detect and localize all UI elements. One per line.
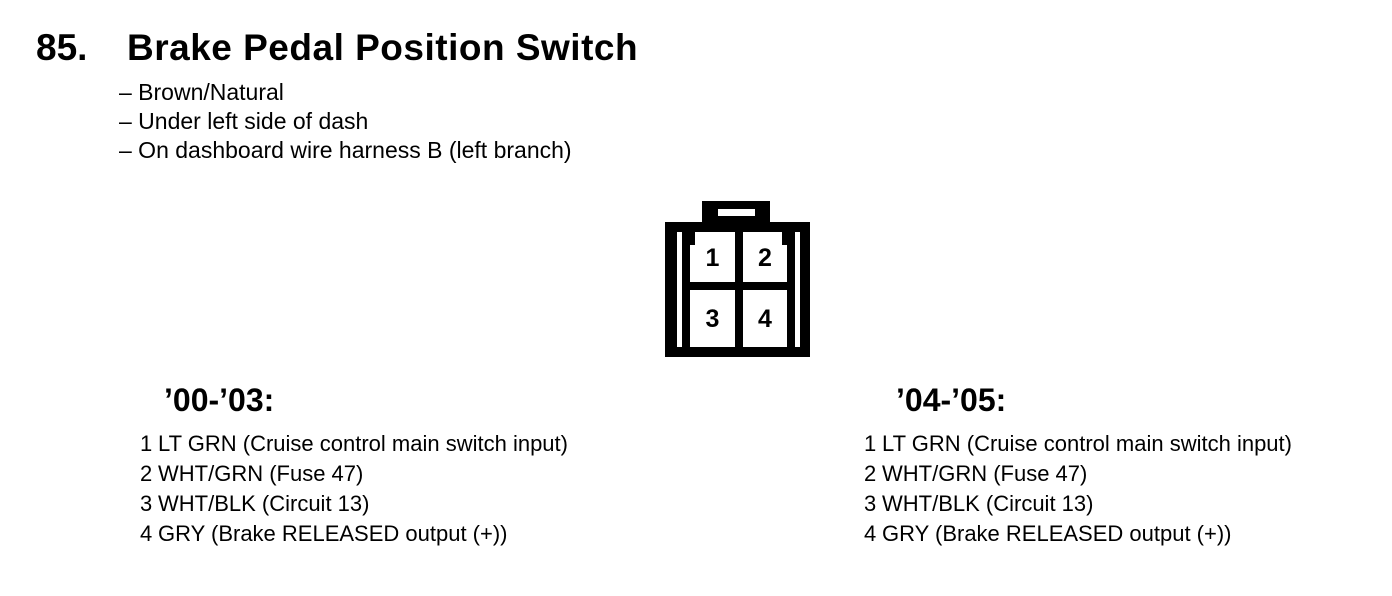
pin-row: 1 LT GRN (Cruise control main switch inp… <box>140 429 568 459</box>
year-heading-04-05: ’04-’05: <box>896 382 1007 418</box>
pin-description: WHT/GRN (Fuse 47) <box>158 461 364 486</box>
pin-label-2: 2 <box>758 244 772 272</box>
pin-row: 2 WHT/GRN (Fuse 47) <box>864 459 1292 489</box>
pin-label-4: 4 <box>758 305 772 333</box>
note-line: – Brown/Natural <box>119 79 284 105</box>
pin-list-00-03: 1 LT GRN (Cruise control main switch inp… <box>140 429 568 549</box>
pin-row: 2 WHT/GRN (Fuse 47) <box>140 459 568 489</box>
pin-number: 4 <box>864 521 877 546</box>
pin-description: LT GRN (Cruise control main switch input… <box>882 431 1292 456</box>
page-title: Brake Pedal Position Switch <box>127 27 639 68</box>
pin-label-1: 1 <box>706 244 720 272</box>
pin-number: 3 <box>140 491 153 516</box>
pin-label-3: 3 <box>706 305 720 333</box>
pin-list-04-05: 1 LT GRN (Cruise control main switch inp… <box>864 429 1292 549</box>
connector-pin-labels: 1 2 3 4 <box>706 244 773 333</box>
pin-row: 3 WHT/BLK (Circuit 13) <box>140 489 568 519</box>
pin-row: 4 GRY (Brake RELEASED output (+)) <box>864 519 1292 549</box>
pin-number: 4 <box>140 521 153 546</box>
pin-row: 3 WHT/BLK (Circuit 13) <box>864 489 1292 519</box>
pin-description: GRY (Brake RELEASED output (+)) <box>882 521 1232 546</box>
pin-number: 3 <box>864 491 877 516</box>
note-line: – On dashboard wire harness B (left bran… <box>119 137 572 163</box>
pin-number: 2 <box>140 461 153 486</box>
pin-number: 1 <box>140 431 153 456</box>
pin-description: WHT/GRN (Fuse 47) <box>882 461 1088 486</box>
pin-description: LT GRN (Cruise control main switch input… <box>158 431 568 456</box>
connector-diagram: 1 2 3 4 <box>665 201 810 357</box>
item-number: 85. <box>36 27 88 68</box>
pin-number: 2 <box>864 461 877 486</box>
notes-list: – Brown/Natural – Under left side of das… <box>119 78 572 165</box>
connector-key-notch-left <box>682 232 695 245</box>
pin-description: GRY (Brake RELEASED output (+)) <box>158 521 508 546</box>
pin-description: WHT/BLK (Circuit 13) <box>158 491 370 516</box>
year-heading-00-03: ’00-’03: <box>164 382 275 418</box>
connector-cavity-grid <box>682 232 795 347</box>
pin-number: 1 <box>864 431 877 456</box>
note-line: – Under left side of dash <box>119 108 369 134</box>
connector-tab-slot <box>718 209 755 216</box>
connector-key-notch-right <box>782 232 795 245</box>
pin-row: 4 GRY (Brake RELEASED output (+)) <box>140 519 568 549</box>
pin-row: 1 LT GRN (Cruise control main switch inp… <box>864 429 1292 459</box>
pin-description: WHT/BLK (Circuit 13) <box>882 491 1094 516</box>
